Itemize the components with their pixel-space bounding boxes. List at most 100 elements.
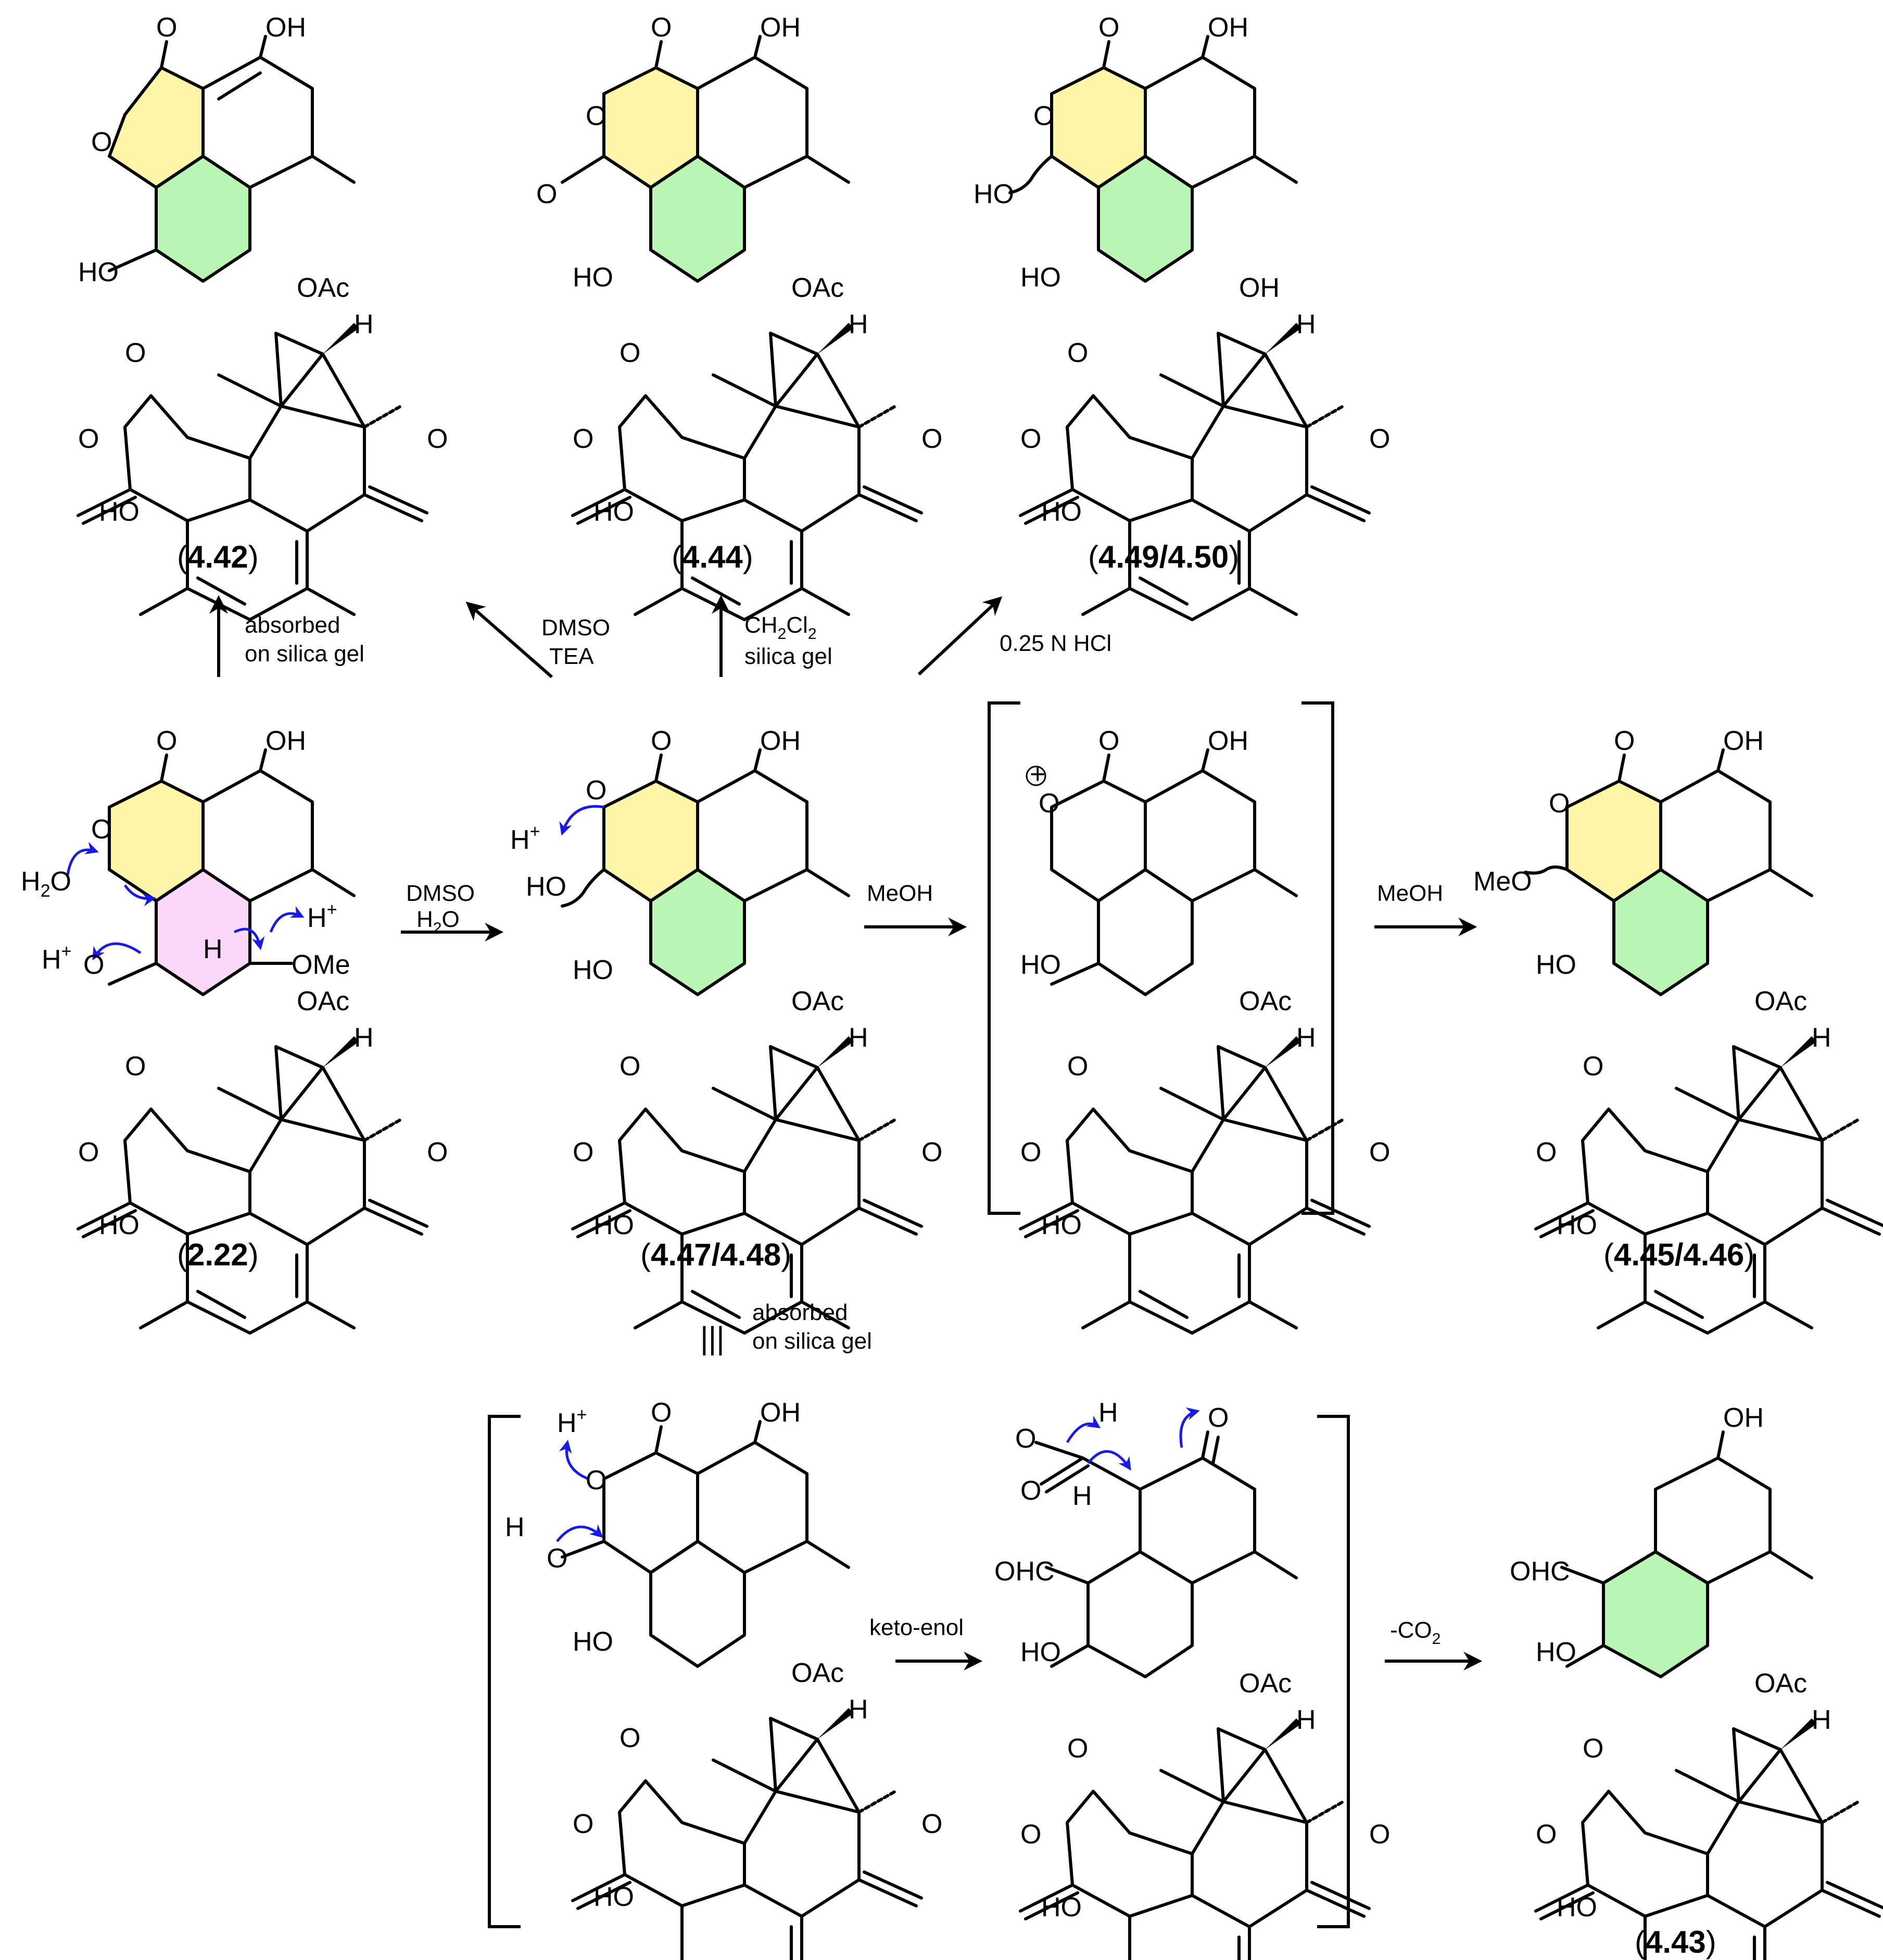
atom-label: H [1812, 1705, 1831, 1735]
condition-text: on silica gel [245, 641, 364, 667]
atom-label: OH [760, 12, 801, 43]
atom-label: O [620, 338, 640, 368]
atom-label: H [1296, 1023, 1316, 1053]
atom-label: O [573, 1809, 593, 1839]
arrow-to-4-49 [917, 596, 1003, 676]
condition-text: keto-enol [869, 1615, 964, 1640]
atom-label: O [620, 1051, 640, 1082]
atom-label: HO [1041, 1210, 1082, 1240]
atom-label: O [547, 1543, 567, 1574]
aromatic-ring-highlight [156, 156, 250, 281]
atom-label: O [921, 1809, 942, 1839]
h2o-condition: H2O [416, 907, 460, 937]
atom-label: HO [1557, 1892, 1597, 1923]
atom-label: O [125, 338, 146, 368]
atom-label: O [156, 12, 177, 43]
atom-label: O [1583, 1051, 1603, 1082]
atom-label: OAc [1754, 986, 1807, 1016]
atom-label: H [1296, 309, 1316, 340]
condition-text: MeOH [1377, 881, 1443, 906]
atom-label: HO [99, 1210, 140, 1240]
compound-label-4-49-4-50: (4.49/4.50) [1088, 539, 1239, 574]
lactone-ring-highlight [109, 781, 203, 901]
atom-label: HO [1020, 950, 1061, 980]
atom-label: O [536, 179, 557, 209]
proton-label: H+ [42, 941, 71, 975]
atom-label: O [921, 424, 942, 454]
atom-label: HO [593, 1882, 634, 1912]
atom-label: HO [573, 1627, 613, 1657]
compound-label-4-45-4-46: (4.45/4.46) [1603, 1237, 1754, 1272]
atom-label: O [91, 127, 112, 157]
atom-label: HO [1557, 1210, 1597, 1240]
lactone-ring-highlight [604, 68, 698, 187]
atom-label: O [1020, 424, 1041, 454]
atom-label: O [1020, 1137, 1041, 1167]
atom-label: OH [1723, 726, 1764, 756]
atom-label: OMe [292, 950, 350, 980]
atom-label: O [427, 1137, 448, 1167]
atom-label: O [1015, 1424, 1036, 1454]
atom-label: OH [1723, 1403, 1764, 1433]
hemiacetal-intermediate: O OH O H+ H O HO OAc H O O O HO [488, 1398, 942, 1960]
proton-label: H+ [557, 1405, 587, 1438]
atom-label: O [78, 424, 99, 454]
atom-label: H [1296, 1705, 1316, 1735]
atom-label: OH [1208, 12, 1248, 43]
atom-label: O [921, 1137, 942, 1167]
condition-text: DMSO [541, 615, 610, 640]
aromatic-ring-highlight [651, 156, 744, 281]
compound-4-44: O OH O O HO OAc H O O O HO (4.44) [536, 12, 942, 620]
atom-label: H [1812, 1023, 1831, 1053]
atom-label: OH [760, 726, 801, 756]
atom-label: O [1067, 1733, 1088, 1764]
atom-label: O [1208, 1403, 1229, 1433]
lactone-ring-highlight [1567, 781, 1661, 901]
atom-label: O [1536, 1819, 1557, 1850]
atom-label: MeO [1473, 866, 1532, 897]
equivalence-symbol: ||| [700, 1321, 725, 1355]
atom-label: H [1098, 1398, 1118, 1428]
atom-label: O [1067, 338, 1088, 368]
atom-label: O [1583, 1733, 1603, 1764]
atom-label: O [573, 1137, 593, 1167]
atom-label: OHC [1510, 1556, 1570, 1587]
atom-label: O [1098, 726, 1119, 756]
aromatic-ring-highlight [1603, 1552, 1708, 1677]
atom-label: O [156, 726, 177, 756]
atom-label: HO [573, 955, 613, 985]
proton-label: H+ [510, 822, 540, 855]
compound-4-47-4-48: O OH O H+ HO HO OAc H O O O HO (4.47/4.4… [510, 726, 942, 1333]
atom-label: HO [573, 262, 613, 293]
atom-label: O [1020, 1476, 1041, 1506]
compound-label-2-22: (2.22) [177, 1237, 259, 1272]
compound-label-4-43: (4.43) [1635, 1925, 1716, 1959]
atom-label: HO [1041, 497, 1082, 527]
compound-4-49-4-50: O OH O HO HO OH H O O O HO (4.49/4.50) [974, 12, 1390, 620]
condition-text: TEA [549, 644, 594, 669]
atom-label: OH [760, 1398, 801, 1428]
atom-label: OH [1239, 273, 1280, 303]
atom-label: O [1039, 788, 1059, 819]
condition-text: absorbed [752, 1300, 848, 1325]
atom-label: O [1549, 788, 1570, 819]
atom-label: O [573, 424, 593, 454]
atom-label: H [849, 309, 868, 340]
atom-label: OAc [1754, 1668, 1807, 1699]
minus-co2-condition: -CO2 [1390, 1617, 1440, 1648]
condition-text: silica gel [744, 644, 832, 669]
ch2cl2-condition: CH2Cl2 [744, 612, 817, 643]
atom-label: O [1614, 726, 1635, 756]
atom-label: HO [1536, 1637, 1576, 1667]
atom-label: O [427, 424, 448, 454]
atom-label: H [1072, 1481, 1092, 1511]
condition-text: on silica gel [752, 1328, 872, 1354]
atom-label: HO [1041, 1892, 1082, 1923]
atom-label: H [849, 1023, 868, 1053]
aromatic-ring-highlight [1098, 156, 1192, 281]
atom-label: O [1098, 12, 1119, 43]
lactone-ring-highlight [604, 781, 698, 901]
atom-label: HO [526, 872, 566, 902]
arrow-to-4-42-from-4-47 [465, 601, 553, 679]
